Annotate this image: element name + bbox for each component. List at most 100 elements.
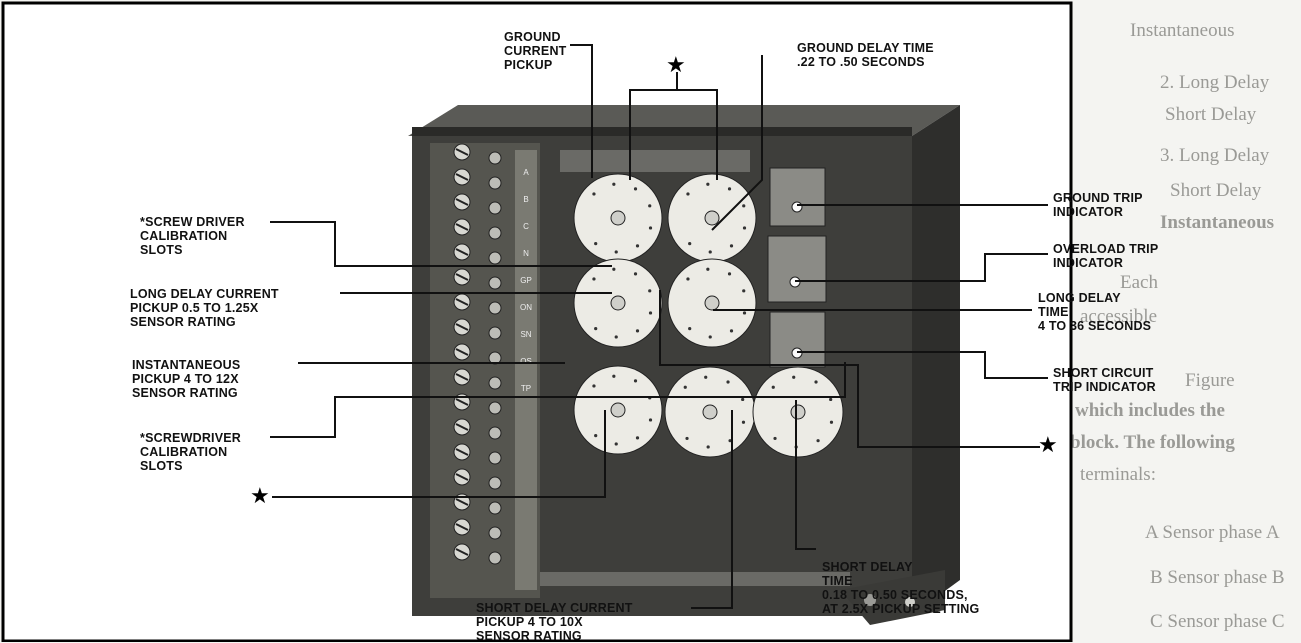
dial-tick: [612, 375, 615, 378]
dial-tick: [830, 421, 833, 424]
dial-tick: [634, 272, 637, 275]
dial-tick: [772, 386, 775, 389]
terminal-letter: A: [523, 168, 529, 177]
terminal-screw: [489, 552, 501, 564]
terminal-screw: [489, 152, 501, 164]
dial-tick: [612, 268, 615, 271]
dial-tick: [594, 434, 597, 437]
terminal-screw: [489, 327, 501, 339]
dial-tick: [688, 327, 691, 330]
dial-tick: [728, 187, 731, 190]
dial-tick: [741, 398, 744, 401]
dial-tick: [615, 442, 618, 445]
dial-knob: [611, 403, 625, 417]
dial-tick: [648, 289, 651, 292]
dial-tick: [730, 244, 733, 247]
dial-tick: [594, 327, 597, 330]
dial-tick: [594, 242, 597, 245]
enclosure-side: [912, 105, 960, 615]
terminal-screw: [489, 427, 501, 439]
dial-tick: [649, 226, 652, 229]
dial-tick: [829, 398, 832, 401]
terminal-screw: [489, 402, 501, 414]
dial-tick: [742, 289, 745, 292]
dial-tick: [634, 187, 637, 190]
dial-tick: [730, 329, 733, 332]
dial-tick: [648, 204, 651, 207]
terminal-screw: [489, 502, 501, 514]
dial-knob: [791, 405, 805, 419]
dial-tick: [634, 379, 637, 382]
dial-tick: [704, 376, 707, 379]
terminal-screw: [489, 477, 501, 489]
dial-tick: [592, 277, 595, 280]
dial-tick: [636, 329, 639, 332]
label-short-delay-current-pickup: SHORT DELAY CURRENTPICKUP 4 TO 10XSENSOR…: [476, 601, 633, 643]
star-marker: ★: [1038, 435, 1058, 457]
dial-tick: [685, 437, 688, 440]
dial-tick: [636, 244, 639, 247]
dial-tick: [814, 380, 817, 383]
dial-tick: [612, 183, 615, 186]
dial-tick: [709, 335, 712, 338]
dial-tick: [636, 436, 639, 439]
dial-tick: [743, 311, 746, 314]
terminal-letter: ON: [520, 303, 532, 312]
ground-trip-indicator-light: [792, 202, 802, 212]
dial-knob: [703, 405, 717, 419]
dial-tick: [684, 386, 687, 389]
dial-tick: [742, 421, 745, 424]
star-marker: ★: [666, 55, 686, 77]
dial-tick: [649, 418, 652, 421]
dial-tick: [688, 242, 691, 245]
dial-tick: [707, 445, 710, 448]
dial-knob: [611, 296, 625, 310]
dial-tick: [816, 439, 819, 442]
dial-knob: [611, 211, 625, 225]
terminal-screw: [489, 227, 501, 239]
dial-tick: [709, 250, 712, 253]
dial-tick: [615, 250, 618, 253]
terminal-screw: [489, 177, 501, 189]
terminal-letter: N: [523, 249, 529, 258]
terminal-screw: [489, 452, 501, 464]
dial-knob: [705, 211, 719, 225]
terminal-screw: [489, 252, 501, 264]
dial-tick: [706, 268, 709, 271]
label-screwdriver-calibration-bottom: *SCREWDRIVERCALIBRATIONSLOTS: [140, 431, 241, 473]
terminal-screw: [489, 202, 501, 214]
dial-tick: [592, 192, 595, 195]
trip-indicators: [768, 168, 826, 367]
terminal-letter: TP: [521, 384, 531, 393]
dial-tick: [615, 335, 618, 338]
terminal-screw: [489, 377, 501, 389]
dial-tick: [792, 376, 795, 379]
dial-tick: [773, 437, 776, 440]
terminal-letter: B: [523, 195, 528, 204]
dial-tick: [706, 183, 709, 186]
terminal-screw: [489, 277, 501, 289]
terminal-screw: [489, 302, 501, 314]
terminal-screw: [489, 527, 501, 539]
dial-tick: [743, 226, 746, 229]
dial-tick: [649, 311, 652, 314]
star-marker: ★: [250, 486, 270, 508]
terminal-letter: GP: [520, 276, 532, 285]
dial-tick: [726, 380, 729, 383]
dial-tick: [686, 192, 689, 195]
label-overload-trip-indicator: OVERLOAD TRIPINDICATOR: [1053, 242, 1158, 270]
label-ground-delay-time: GROUND DELAY TIME.22 TO .50 SECONDS: [797, 41, 934, 69]
dial-tick: [728, 272, 731, 275]
dial-tick: [592, 384, 595, 387]
terminal-letter: OS: [520, 357, 532, 366]
terminal-letter: C: [523, 222, 529, 231]
dial-tick: [742, 204, 745, 207]
